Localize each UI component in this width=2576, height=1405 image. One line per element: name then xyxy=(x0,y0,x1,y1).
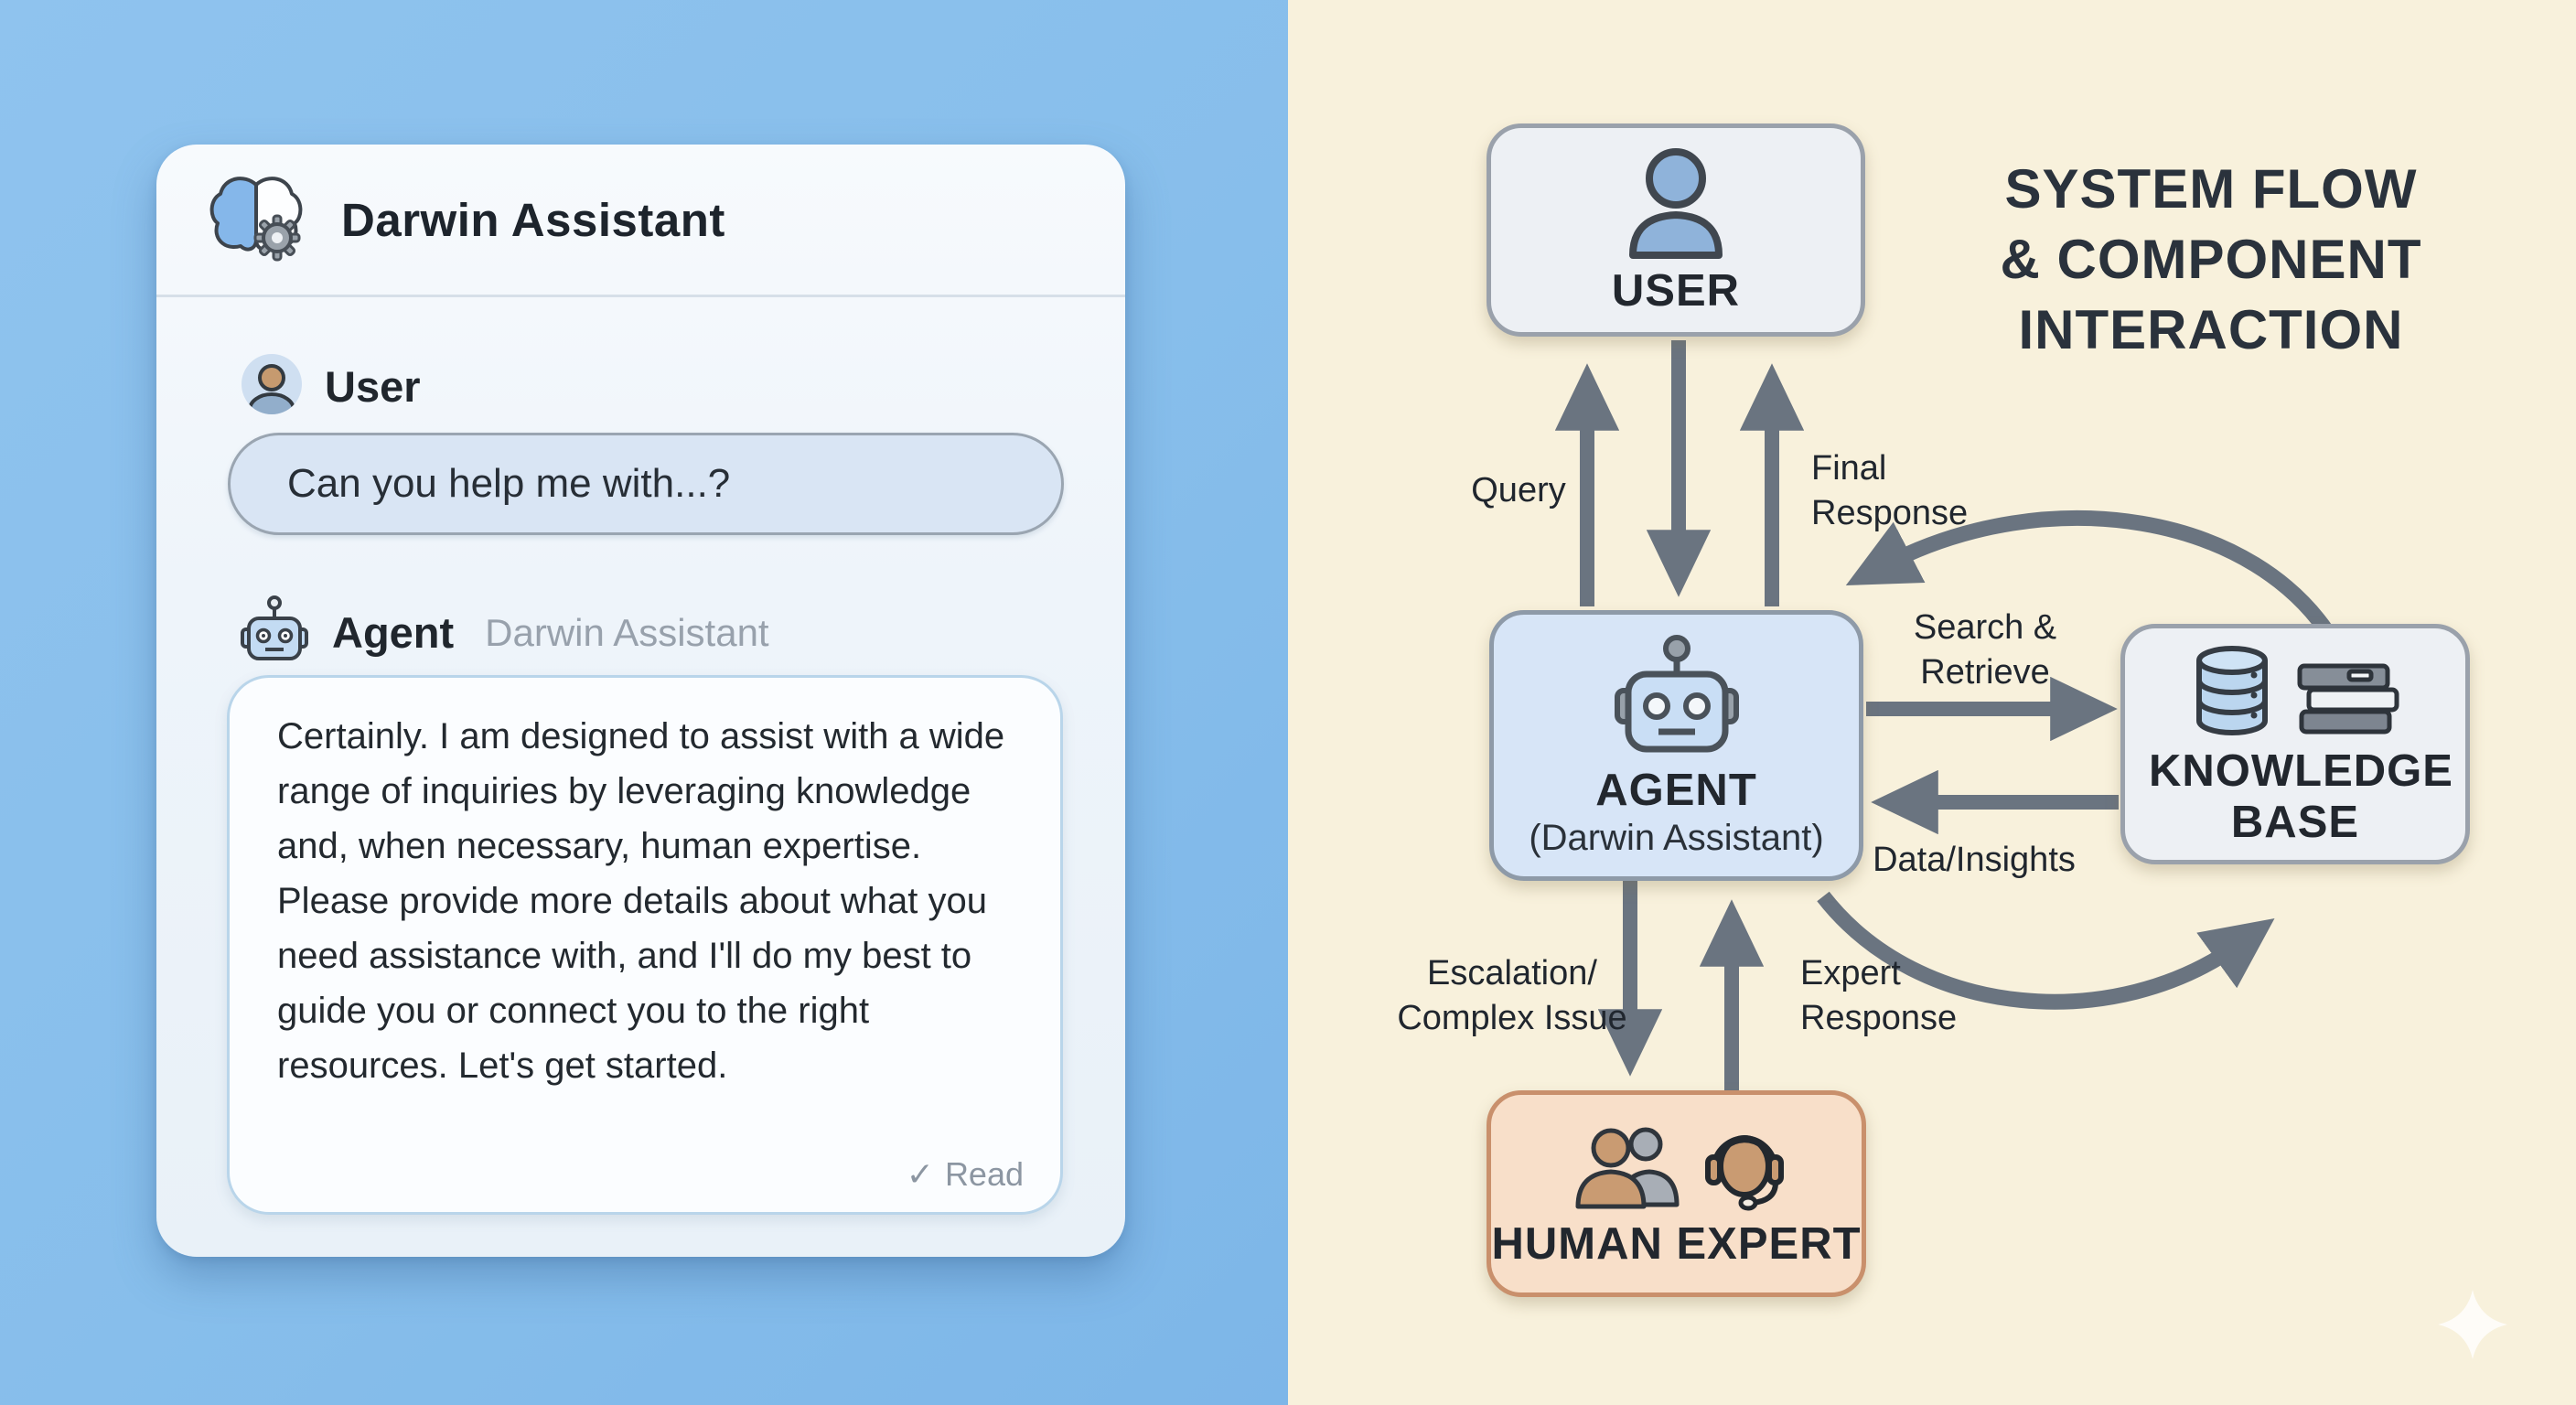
chat-panel: Darwin Assistant User Can you help me wi… xyxy=(0,0,1288,1405)
diagram-title: SYSTEM FLOW & COMPONENT INTERACTION xyxy=(2000,158,2422,360)
user-node-label: USER xyxy=(1611,266,1741,316)
read-receipt: ✓ Read xyxy=(907,1155,1024,1194)
human-expert-node-label: HUMAN EXPERT xyxy=(1491,1218,1862,1269)
user-label: User xyxy=(325,362,421,411)
brain-gear-icon xyxy=(204,170,316,270)
app-title: Darwin Assistant xyxy=(341,193,725,246)
escalation-edge-label: Escalation/ Complex Issue xyxy=(1397,954,1627,1037)
agent-reply-paragraph: Certainly. I am designed to assist with … xyxy=(277,716,1005,866)
loop-arc-bottom xyxy=(1817,891,2275,1010)
chat-input-text: Can you help me with...? xyxy=(287,461,731,506)
read-label: Read xyxy=(944,1155,1024,1193)
human-expert-node: HUMAN EXPERT xyxy=(1487,1090,1866,1297)
headset-icon xyxy=(1697,1119,1792,1218)
query-edge-label: Query xyxy=(1471,471,1566,509)
check-icon: ✓ xyxy=(906,1155,934,1193)
loop-arc-top xyxy=(1845,509,2343,649)
sparkle-decoration xyxy=(2438,1290,2507,1359)
agent-row: Agent Darwin Assistant xyxy=(237,593,769,672)
agent-reply-paragraph: Please provide more details about what y… xyxy=(277,881,988,1086)
user-row: User xyxy=(241,353,421,420)
chat-header: Darwin Assistant xyxy=(156,145,1125,297)
expert-response-edge-label: Expert Response xyxy=(1800,954,1958,1037)
agent-node-label: AGENT xyxy=(1595,766,1757,815)
chat-card: Darwin Assistant User Can you help me wi… xyxy=(156,145,1125,1257)
database-icon xyxy=(2188,640,2276,745)
knowledge-base-node: KNOWLEDGE BASE xyxy=(2120,624,2470,864)
search-retrieve-edge-label: Search & Retrieve xyxy=(1913,608,2057,692)
person-icon xyxy=(1607,144,1744,265)
final-response-edge-label: Final Response xyxy=(1811,449,1969,532)
knowledge-base-node-label: KNOWLEDGE BASE xyxy=(2149,746,2453,847)
agent-node: AGENT (Darwin Assistant) xyxy=(1489,610,1863,881)
flow-arrows-canvas xyxy=(1554,340,2507,1359)
agent-label: Agent xyxy=(332,608,455,657)
agent-node-sublabel: (Darwin Assistant) xyxy=(1529,818,1824,858)
agent-name: Darwin Assistant xyxy=(485,610,769,654)
user-avatar-icon xyxy=(241,353,303,420)
books-icon xyxy=(2292,640,2402,745)
robot-icon xyxy=(1608,632,1745,765)
chat-input[interactable]: Can you help me with...? xyxy=(228,433,1064,535)
robot-icon xyxy=(237,593,312,672)
people-icon xyxy=(1562,1121,1680,1217)
system-flow-diagram: SYSTEM FLOW & COMPONENT INTERACTION USER xyxy=(1288,0,2576,1405)
data-insights-edge-label: Data/Insights xyxy=(1873,841,2076,879)
user-node: USER xyxy=(1487,123,1865,337)
agent-message-bubble: Certainly. I am designed to assist with … xyxy=(227,675,1063,1215)
